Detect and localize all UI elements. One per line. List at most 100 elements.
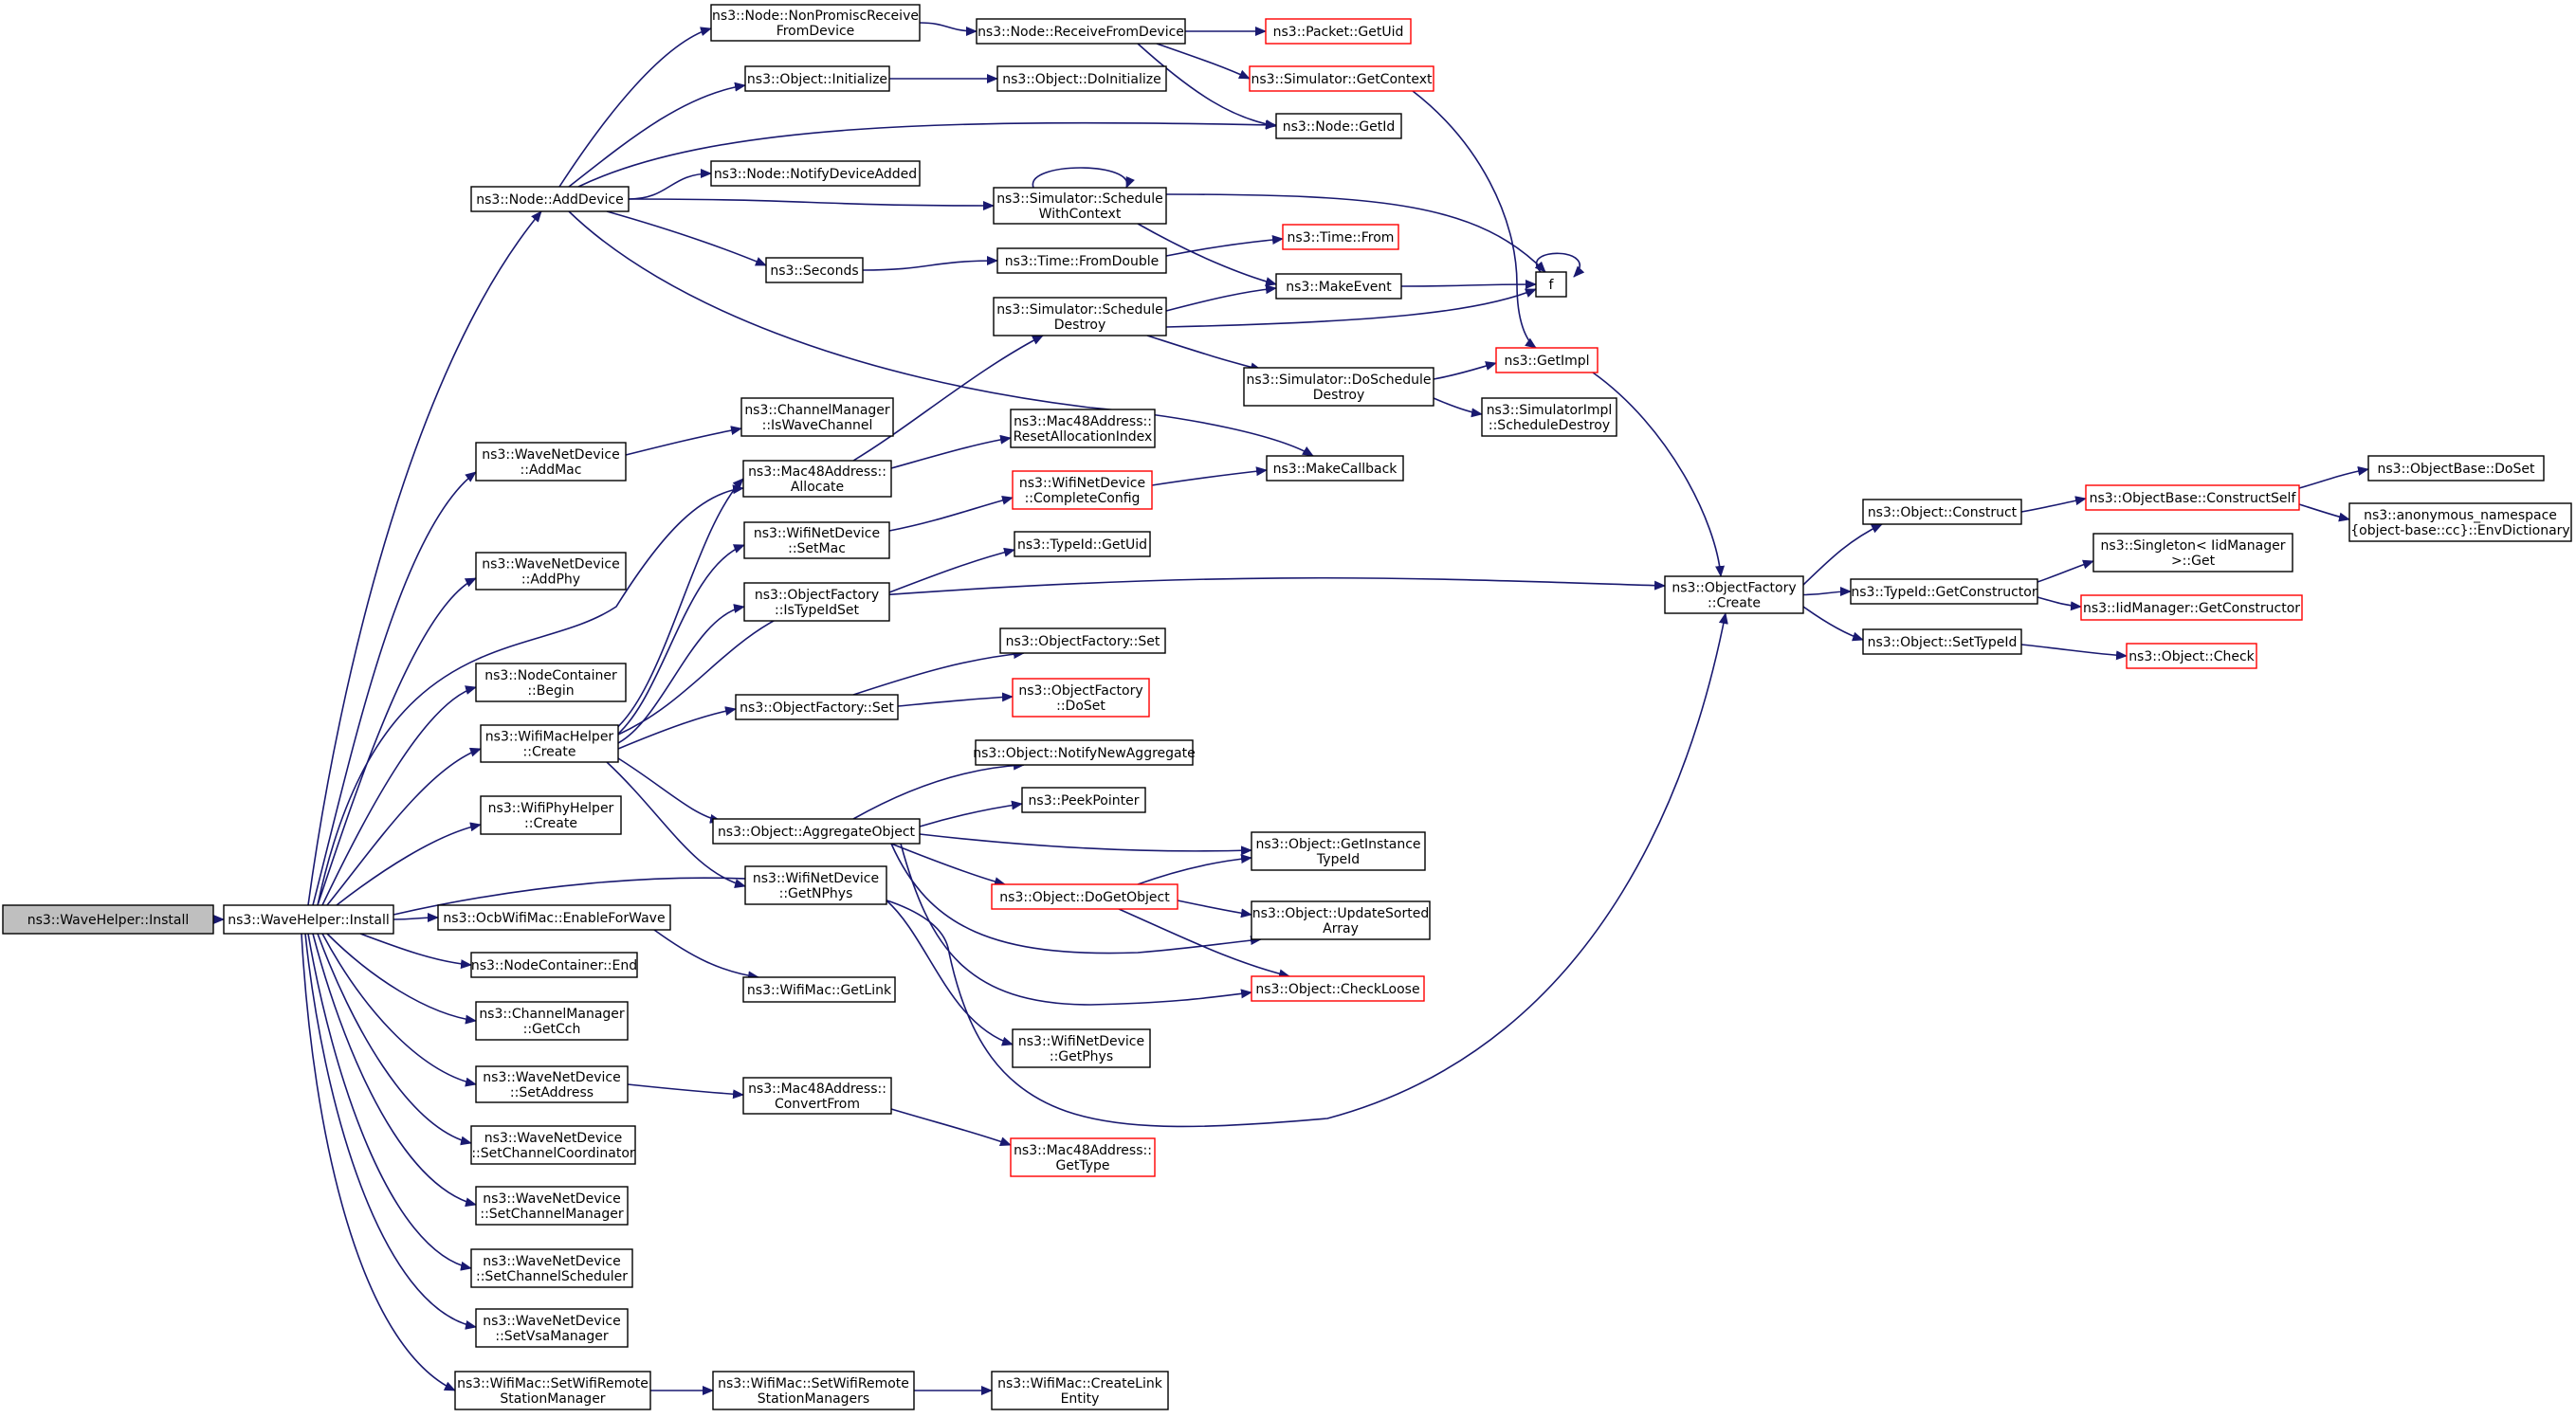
node-setChanCoord[interactable]: ns3::WaveNetDevice::SetChannelCoordinato… xyxy=(470,1125,636,1165)
node-setAddress[interactable]: ns3::WaveNetDevice::SetAddress xyxy=(475,1065,629,1103)
node-objInitialize[interactable]: ns3::Object::Initialize xyxy=(744,65,890,92)
node-isTypeIdSet[interactable]: ns3::ObjectFactory::IsTypeIdSet xyxy=(743,582,890,622)
node-doGetObject[interactable]: ns3::Object::DoGetObject xyxy=(991,883,1178,910)
node-makeEvent[interactable]: ns3::MakeEvent xyxy=(1275,273,1402,300)
node-constructSelf[interactable]: ns3::ObjectBase::ConstructSelf xyxy=(2085,484,2300,511)
node-nodeGetId[interactable]: ns3::Node::GetId xyxy=(1275,113,1402,139)
node-obDoSet[interactable]: ns3::ObjectBase::DoSet xyxy=(2367,455,2545,482)
node-allocate[interactable]: ns3::Mac48Address::Allocate xyxy=(742,460,892,498)
node-setMac[interactable]: ns3::WifiNetDevice::SetMac xyxy=(743,521,890,559)
node-getPhys[interactable]: ns3::WifiNetDevice::GetPhys xyxy=(1012,1028,1151,1068)
node-label: ns3::TypeId::GetUid xyxy=(1017,537,1147,553)
node-box xyxy=(991,1371,1169,1410)
node-scheduleDestroy[interactable]: ns3::Simulator::ScheduleDestroy xyxy=(993,297,1167,336)
node-setWifiRemotes[interactable]: ns3::WifiMac::SetWifiRemoteStationManage… xyxy=(712,1371,915,1410)
node-setChanSched[interactable]: ns3::WaveNetDevice::SetChannelScheduler xyxy=(470,1248,633,1288)
node-singletonGet[interactable]: ns3::Singleton< IidManager>::Get xyxy=(2092,533,2293,573)
node-label: Destroy xyxy=(1054,318,1105,333)
node-box xyxy=(475,1186,629,1226)
edge-ofSet-to-ofSetTop xyxy=(852,649,1025,696)
edge-allocate-to-scheduleDestroy xyxy=(852,335,1044,462)
node-label: ns3::Node::NonPromiscReceive xyxy=(712,9,919,24)
node-convertFrom[interactable]: ns3::Mac48Address::ConvertFrom xyxy=(742,1077,892,1115)
node-envDict[interactable]: ns3::anonymous_namespace{object-base::cc… xyxy=(2348,502,2572,542)
node-label: ns3::Simulator::DoSchedule xyxy=(1247,373,1432,388)
node-getImpl[interactable]: ns3::GetImpl xyxy=(1495,347,1599,373)
node-label: ns3::WifiNetDevice xyxy=(753,871,879,886)
node-box xyxy=(475,663,627,702)
node-iidGetConstructor[interactable]: ns3::IidManager::GetConstructor xyxy=(2080,594,2303,621)
node-label: ::SetChannelCoordinator xyxy=(471,1146,635,1161)
node-getConstructor[interactable]: ns3::TypeId::GetConstructor xyxy=(1850,578,2038,605)
node-notifyDeviceAdded[interactable]: ns3::Node::NotifyDeviceAdded xyxy=(710,160,921,187)
node-label: ns3::ObjectFactory xyxy=(1018,683,1142,699)
node-setWifiRemote[interactable]: ns3::WifiMac::SetWifiRemoteStationManage… xyxy=(454,1371,651,1410)
node-label: ns3::TypeId::GetConstructor xyxy=(1851,585,2037,600)
node-f[interactable]: f xyxy=(1535,271,1567,298)
node-label: ::AddMac xyxy=(521,463,582,478)
node-setChanMgr[interactable]: ns3::WaveNetDevice::SetChannelManager xyxy=(475,1186,629,1226)
node-label: ns3::Object::UpdateSorted xyxy=(1252,906,1429,921)
node-box xyxy=(470,186,630,212)
node-checkLoose[interactable]: ns3::Object::CheckLoose xyxy=(1251,975,1425,1002)
node-addMac[interactable]: ns3::WaveNetDevice::AddMac xyxy=(475,442,627,482)
node-objConstruct[interactable]: ns3::Object::Construct xyxy=(1862,499,2022,525)
node-doInitialize[interactable]: ns3::Object::DoInitialize xyxy=(996,65,1167,92)
node-completeConfig[interactable]: ns3::WifiNetDevice::CompleteConfig xyxy=(1012,470,1153,510)
node-label: ns3::ObjectFactory xyxy=(755,588,879,603)
node-wphCreate[interactable]: ns3::WifiPhyHelper::Create xyxy=(480,795,622,835)
node-wmhCreate[interactable]: ns3::WifiMacHelper::Create xyxy=(480,724,619,763)
node-label: StationManager xyxy=(500,1391,605,1407)
node-box xyxy=(1535,271,1567,298)
node-packetGetUid[interactable]: ns3::Packet::GetUid xyxy=(1265,18,1412,45)
node-setTypeId[interactable]: ns3::Object::SetTypeId xyxy=(1862,628,2022,655)
node-root[interactable]: ns3::WaveHelper::Install xyxy=(2,904,214,935)
node-label: ::SetMac xyxy=(788,541,846,556)
node-addPhy[interactable]: ns3::WaveNetDevice::AddPhy xyxy=(475,552,627,591)
node-getLink[interactable]: ns3::WifiMac::GetLink xyxy=(742,976,896,1003)
node-notifyNewAgg[interactable]: ns3::Object::NotifyNewAggregate xyxy=(973,739,1196,766)
node-peekPointer[interactable]: ns3::PeekPointer xyxy=(1021,787,1146,813)
edge-getConstructor-to-singletonGet xyxy=(2037,559,2094,583)
node-objCheck[interactable]: ns3::Object::Check xyxy=(2126,643,2257,669)
node-label: TypeId xyxy=(1316,852,1360,867)
node-isWaveChannel[interactable]: ns3::ChannelManager::IsWaveChannel xyxy=(740,397,894,437)
node-ncEnd[interactable]: ns3::NodeContainer::End xyxy=(470,952,638,978)
node-ocbEnable[interactable]: ns3::OcbWifiMac::EnableForWave xyxy=(437,904,671,931)
node-label: GetType xyxy=(1055,1158,1109,1173)
edge-scheduleDestroy-to-makeEvent xyxy=(1165,284,1277,312)
node-aggregate[interactable]: ns3::Object::AggregateObject xyxy=(712,818,921,845)
node-ofSet[interactable]: ns3::ObjectFactory::Set xyxy=(735,694,899,720)
node-fromDouble[interactable]: ns3::Time::FromDouble xyxy=(996,247,1167,274)
node-typeIdGetUid[interactable]: ns3::TypeId::GetUid xyxy=(1014,531,1151,557)
node-label: ns3::Seconds xyxy=(770,264,858,279)
node-makeCallback[interactable]: ns3::MakeCallback xyxy=(1266,455,1404,482)
node-install[interactable]: ns3::WaveHelper::Install xyxy=(223,904,394,935)
node-timeFrom[interactable]: ns3::Time::From xyxy=(1282,224,1399,250)
node-getType[interactable]: ns3::Mac48Address::GetType xyxy=(1010,1137,1156,1177)
node-getNPhys[interactable]: ns3::WifiNetDevice::GetNPhys xyxy=(744,865,887,905)
node-ofDoSet[interactable]: ns3::ObjectFactory::DoSet xyxy=(1012,678,1150,718)
node-ncBegin[interactable]: ns3::NodeContainer::Begin xyxy=(475,663,627,702)
edge-aggregate-to-updateSorted xyxy=(890,843,1262,954)
node-seconds[interactable]: ns3::Seconds xyxy=(765,257,864,283)
node-receiveFrom[interactable]: ns3::Node::ReceiveFromDevice xyxy=(976,18,1186,45)
node-getContext[interactable]: ns3::Simulator::GetContext xyxy=(1249,65,1434,92)
node-label: StationManagers xyxy=(758,1391,869,1407)
node-label: ns3::WifiMac::SetWifiRemote xyxy=(718,1376,909,1391)
node-ofCreate[interactable]: ns3::ObjectFactory::Create xyxy=(1664,575,1804,614)
node-setVsa[interactable]: ns3::WaveNetDevice::SetVsaManager xyxy=(475,1308,629,1348)
node-resetAlloc[interactable]: ns3::Mac48Address::ResetAllocationIndex xyxy=(1010,409,1156,448)
node-addDevice[interactable]: ns3::Node::AddDevice xyxy=(470,186,630,212)
node-implScheduleDestroy[interactable]: ns3::SimulatorImpl::ScheduleDestroy xyxy=(1481,397,1617,437)
node-getCch[interactable]: ns3::ChannelManager::GetCch xyxy=(475,1001,629,1041)
node-label: ns3::WaveNetDevice xyxy=(483,1070,620,1085)
node-ofSetTop[interactable]: ns3::ObjectFactory::Set xyxy=(999,627,1166,654)
node-label: ns3::Singleton< IidManager xyxy=(2101,538,2286,554)
